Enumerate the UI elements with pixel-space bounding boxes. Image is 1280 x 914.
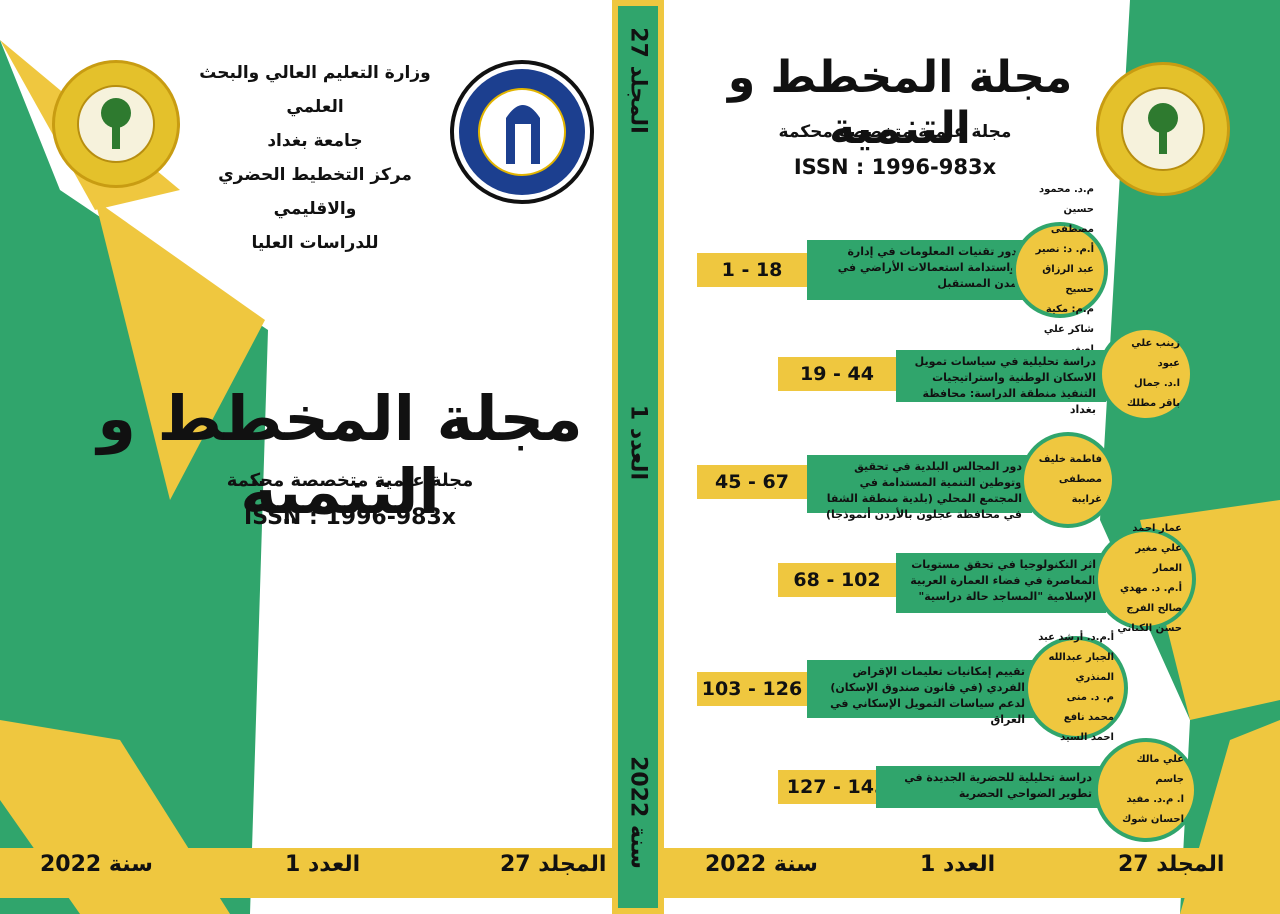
article-pages: 19 - 44 — [778, 357, 896, 391]
article-pages: 103 - 126 — [697, 672, 807, 706]
author: م. د. منى محمد نافع احمد السيد — [1060, 692, 1114, 743]
author: فاطمة خليف مصطفى غرايبة — [1038, 454, 1102, 505]
author: ا.د. جمال باقر مطلك — [1126, 378, 1180, 409]
front-journal-title: مجلة المخطط و التنمية — [727, 52, 1073, 154]
author: أ.م. د. مهدي صالح الفرج حسن الكناني — [1117, 583, 1182, 634]
spine-year: سنة 2022 — [625, 756, 651, 869]
back-journal-title: مجلة المخطط و التنمية — [97, 382, 583, 528]
university-of-baghdad-logo — [450, 60, 594, 204]
author: علي مالك جاسم — [1136, 754, 1184, 785]
article-title: دور المجالس البلدية في تحقيق وتوطين التن… — [807, 455, 1032, 521]
spine-issue: العدد 1 — [625, 404, 651, 481]
article-pages: 45 - 67 — [697, 465, 807, 499]
front-footer-volume: المجلد 27 — [1118, 852, 1225, 877]
back-issn: ISSN : 1996-983x — [244, 505, 456, 530]
front-footer-year: سنة 2022 — [705, 852, 818, 877]
front-footer-band — [664, 848, 1280, 898]
article-pages: 68 - 102 — [778, 563, 896, 597]
ministry-line: وزارة التعليم العالي والبحث العلمي — [199, 63, 431, 117]
article-title: دور تقنيات المعلومات في إدارة واستدامة ا… — [807, 240, 1027, 300]
article-title: اثر التكنولوجيا في تحقق مستويات المعاصرة… — [896, 553, 1106, 613]
article-authors: عمار احمد علي مغير العمار أ.م. د. مهدي ص… — [1094, 523, 1196, 634]
ministry-block: وزارة التعليم العالي والبحث العلمي جامعة… — [185, 56, 445, 260]
spine-volume: المجلد 27 — [625, 27, 651, 134]
author: عمار احمد علي مغير العمار — [1132, 523, 1182, 574]
author: م.م: مكية شاكر علي اصغر — [1043, 304, 1094, 355]
planning-center-logo — [52, 60, 180, 188]
front-footer-issue: العدد 1 — [920, 852, 996, 877]
tree-emblem-icon — [101, 98, 131, 149]
author: م.د. محمود حسين مصطفى — [1038, 184, 1094, 235]
tree-emblem-icon — [1148, 103, 1178, 154]
spine: المجلد 27 العدد 1 سنة 2022 — [612, 0, 664, 914]
article-title: تقييم إمكانيات تعليمات الإقراض الفردي (ف… — [807, 660, 1035, 726]
article-authors: زينب علي عبود ا.د. جمال باقر مطلك — [1098, 326, 1194, 422]
article-authors: فاطمة خليف مصطفى غرايبة — [1020, 432, 1116, 528]
back-subtitle: مجلة علمية متخصصة محكمة — [226, 470, 474, 491]
author: أ.م.د. أرشد عبد الجبار عبدالله المنذري — [1038, 632, 1114, 683]
front-planning-center-logo — [1096, 62, 1230, 196]
center-line: مركز التخطيط الحضري والاقليمي — [218, 165, 412, 219]
author: زينب علي عبود — [1131, 338, 1180, 369]
article-authors: أ.م.د. أرشد عبد الجبار عبدالله المنذري م… — [1024, 632, 1128, 743]
author: ا. م.د. مفيد احسان شوك — [1122, 794, 1184, 825]
article-pages: 1 - 18 — [697, 253, 807, 287]
front-issn: ISSN : 1996-983x — [793, 155, 997, 179]
front-subtitle: مجلة علمية متخصصة محكمة — [778, 122, 1012, 142]
university-line: جامعة بغداد — [267, 131, 363, 151]
back-yellow-triangle — [95, 200, 265, 500]
back-footer-year: سنة 2022 — [40, 852, 153, 877]
article-authors: علي مالك جاسم ا. م.د. مفيد احسان شوك — [1094, 738, 1198, 842]
article-authors: م.د. محمود حسين مصطفى أ.م. د: نصير عبد ا… — [1012, 184, 1108, 355]
university-emblem-icon — [506, 105, 540, 164]
back-footer-volume: المجلد 27 — [500, 852, 607, 877]
article-title: دراسة تحليلية في سياسات تمويل الاسكان ال… — [896, 350, 1106, 416]
article-title: دراسة تحليلية للحضرية الجديدة في تطوير ا… — [876, 766, 1102, 808]
back-footer-issue: العدد 1 — [285, 852, 361, 877]
postgraduate-line: للدراسات العليا — [251, 233, 379, 253]
author: أ.م. د: نصير عبد الرزاق حسيح — [1035, 244, 1094, 295]
back-green-shape — [0, 40, 268, 914]
back-footer-band — [0, 848, 612, 898]
